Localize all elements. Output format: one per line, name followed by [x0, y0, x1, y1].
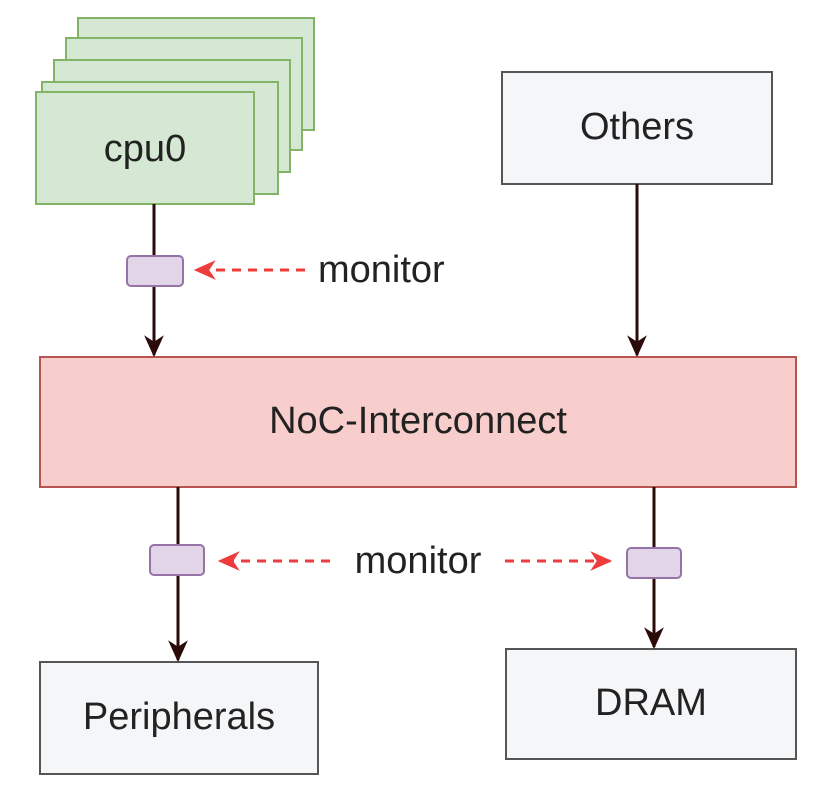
monitor-probe-dram: [626, 547, 682, 579]
dram-node: DRAM: [505, 648, 797, 760]
cpu-label: cpu0: [104, 128, 186, 170]
dram-label: DRAM: [595, 682, 707, 724]
monitor-label-top: monitor: [318, 249, 445, 291]
noc-interconnect-label: NoC-Interconnect: [269, 400, 567, 442]
dram-box: [505, 648, 797, 760]
cpu-stack: cpu0: [35, 17, 315, 205]
noc-interconnect-box: [39, 356, 797, 488]
others-label: Others: [580, 106, 694, 148]
peripherals-node: Peripherals: [39, 661, 319, 775]
monitor-probe-peripherals: [149, 544, 205, 576]
others-node: Others: [501, 71, 773, 185]
monitor-probe-cpu: [126, 255, 184, 287]
others-box: [501, 71, 773, 185]
noc-interconnect-node: NoC-Interconnect: [39, 356, 797, 488]
monitor-label-bottom: monitor: [355, 540, 482, 582]
peripherals-box: [39, 661, 319, 775]
cpu-node: [35, 91, 255, 205]
peripherals-label: Peripherals: [83, 696, 275, 738]
